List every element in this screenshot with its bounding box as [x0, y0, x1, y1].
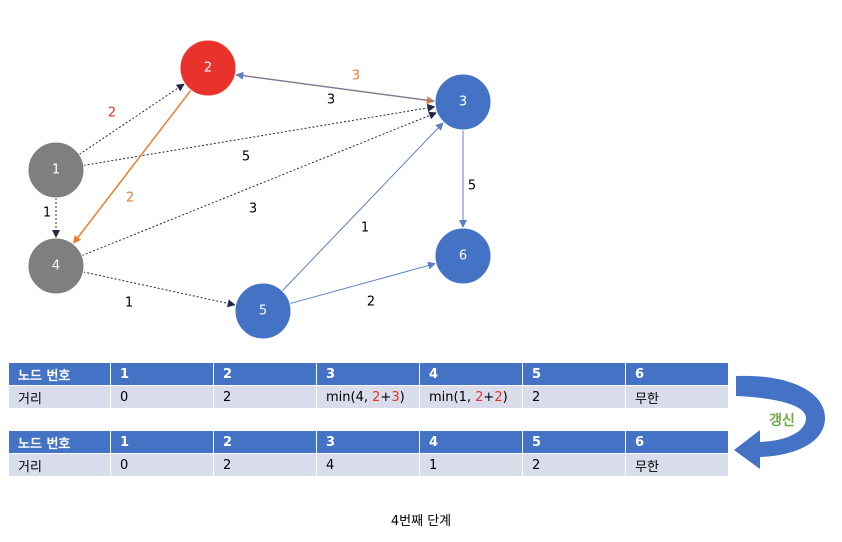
- update-arrow: 갱신: [734, 375, 825, 469]
- header-cell: 4: [419, 430, 523, 454]
- edge-weight-label: 1: [43, 206, 51, 221]
- edge-weight-label: 2: [126, 191, 134, 206]
- update-label: 갱신: [769, 412, 795, 429]
- header-cell: 4: [419, 362, 523, 386]
- distance-cell: 0: [110, 385, 214, 409]
- header-cell: 6: [625, 430, 729, 454]
- edge-3-to-2: [235, 71, 435, 102]
- distance-cell: 무한: [625, 453, 729, 477]
- edge-5-to-6: [289, 261, 437, 305]
- node-label: 4: [52, 259, 60, 274]
- distance-cell: 무한: [625, 385, 729, 409]
- node-label: 6: [459, 249, 467, 264]
- node-label: 3: [459, 95, 467, 110]
- edge-weight-label: 2: [108, 106, 116, 121]
- edge-2-to-4: [73, 89, 192, 244]
- node-3: [434, 73, 492, 131]
- edge-1-to-2: [78, 83, 185, 155]
- curved-arrow-icon: [734, 375, 825, 469]
- header-cell: 2: [213, 362, 317, 386]
- node-label: 2: [204, 61, 212, 76]
- node-label: 5: [259, 304, 267, 319]
- header-cell: 6: [625, 362, 729, 386]
- header-cell: 1: [110, 362, 214, 386]
- distance-table-after: 노드 번호 1 2 3 4 5 6 거리 0 2 4 1 2 무한: [8, 430, 729, 477]
- distance-cell: 4: [316, 453, 420, 477]
- node-4: [27, 237, 85, 295]
- row-label-distance: 거리: [8, 453, 111, 477]
- edge-weight-label: 3: [352, 69, 360, 84]
- row-label-distance: 거리: [8, 385, 111, 409]
- table-header-row: 노드 번호 1 2 3 4 5 6: [8, 430, 729, 454]
- distance-cell: 1: [419, 453, 523, 477]
- distance-cell: 0: [110, 453, 214, 477]
- step-caption: 4번째 단계: [390, 514, 452, 529]
- node-1: [27, 141, 85, 199]
- header-cell-node-number: 노드 번호: [8, 430, 111, 454]
- edge-4-to-5: [83, 271, 236, 308]
- distance-cell: 2: [213, 385, 317, 409]
- distance-cell: 2: [522, 453, 626, 477]
- table-distance-row: 거리 0 2 4 1 2 무한: [8, 453, 729, 477]
- distance-cell: min(4, 2+3): [316, 385, 420, 409]
- edge-4-to-3: [81, 111, 438, 256]
- edge-weight-label: 3: [327, 93, 335, 108]
- header-cell: 5: [522, 430, 626, 454]
- edge-weight-label: 5: [242, 150, 250, 165]
- edge-1-to-3: [83, 103, 436, 166]
- edge-weight-label: 1: [361, 221, 369, 236]
- edge-weight-label: 2: [367, 295, 375, 310]
- node-2: [179, 39, 237, 97]
- node-6: [434, 227, 492, 285]
- node-5: [234, 282, 292, 340]
- header-cell: 3: [316, 430, 420, 454]
- header-cell: 3: [316, 362, 420, 386]
- graph-diagram: 2 5 1 3 2 3 5 3 1 1 2 1 2 3 4 5 6: [27, 39, 492, 340]
- distance-cell: 2: [522, 385, 626, 409]
- edge-weight-label: 5: [468, 179, 476, 194]
- header-cell: 1: [110, 430, 214, 454]
- distance-cell: 2: [213, 453, 317, 477]
- edge-weight-label: 1: [125, 296, 133, 311]
- table-header-row: 노드 번호 1 2 3 4 5 6: [8, 362, 729, 386]
- edge-5-to-3: [281, 122, 444, 292]
- header-cell: 2: [213, 430, 317, 454]
- header-cell-node-number: 노드 번호: [8, 362, 111, 386]
- node-label: 1: [52, 163, 60, 178]
- header-cell: 5: [522, 362, 626, 386]
- distance-cell: min(1, 2+2): [419, 385, 523, 409]
- edge-weight-label: 3: [249, 202, 257, 217]
